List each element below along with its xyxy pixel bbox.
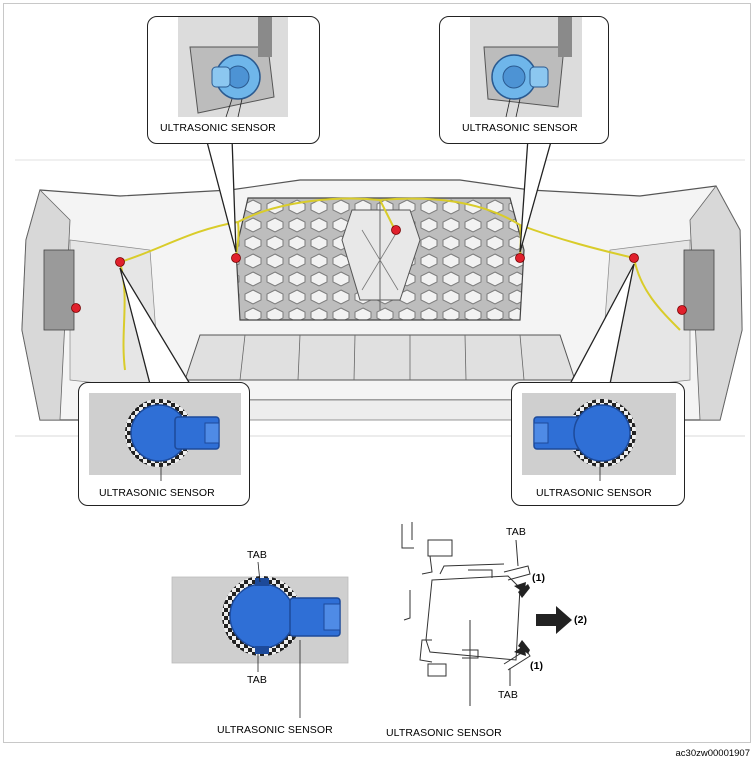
step-2-label: (2) [574,614,588,626]
sensor-markers [71,225,687,315]
step-1-label-bottom: (1) [530,660,544,672]
sensor-label-mid-left: ULTRASONIC SENSOR [99,487,215,499]
callout-top-left: ULTRASONIC SENSOR [147,16,320,144]
tab-label-photo-bottom: TAB [247,674,267,686]
tab-label-photo-top: TAB [247,549,267,561]
tab-label-drawing-bottom: TAB [498,689,518,701]
document-id: ac30zw00001907 [675,748,750,759]
sensor-label-mid-right: ULTRASONIC SENSOR [536,487,652,499]
sensor-closeup-mid-right [522,393,676,481]
sensor-closeup-top-left [178,17,288,118]
callout-top-right: ULTRASONIC SENSOR [439,16,609,144]
sensor-label-bottom-photo: ULTRASONIC SENSOR [217,724,333,736]
sensor-label-top-right: ULTRASONIC SENSOR [462,122,578,134]
sensor-closeup-mid-left [89,393,241,481]
figure-frame [3,3,751,743]
tab-label-drawing-top: TAB [506,526,526,538]
callout-mid-left: ULTRASONIC SENSOR [78,382,250,506]
sensor-label-top-left: ULTRASONIC SENSOR [160,122,276,134]
step-1-label-top: (1) [532,572,546,584]
sensor-label-bottom-drawing: ULTRASONIC SENSOR [386,727,502,739]
callout-mid-right: ULTRASONIC SENSOR [511,382,685,506]
sensor-closeup-top-right [470,17,582,118]
